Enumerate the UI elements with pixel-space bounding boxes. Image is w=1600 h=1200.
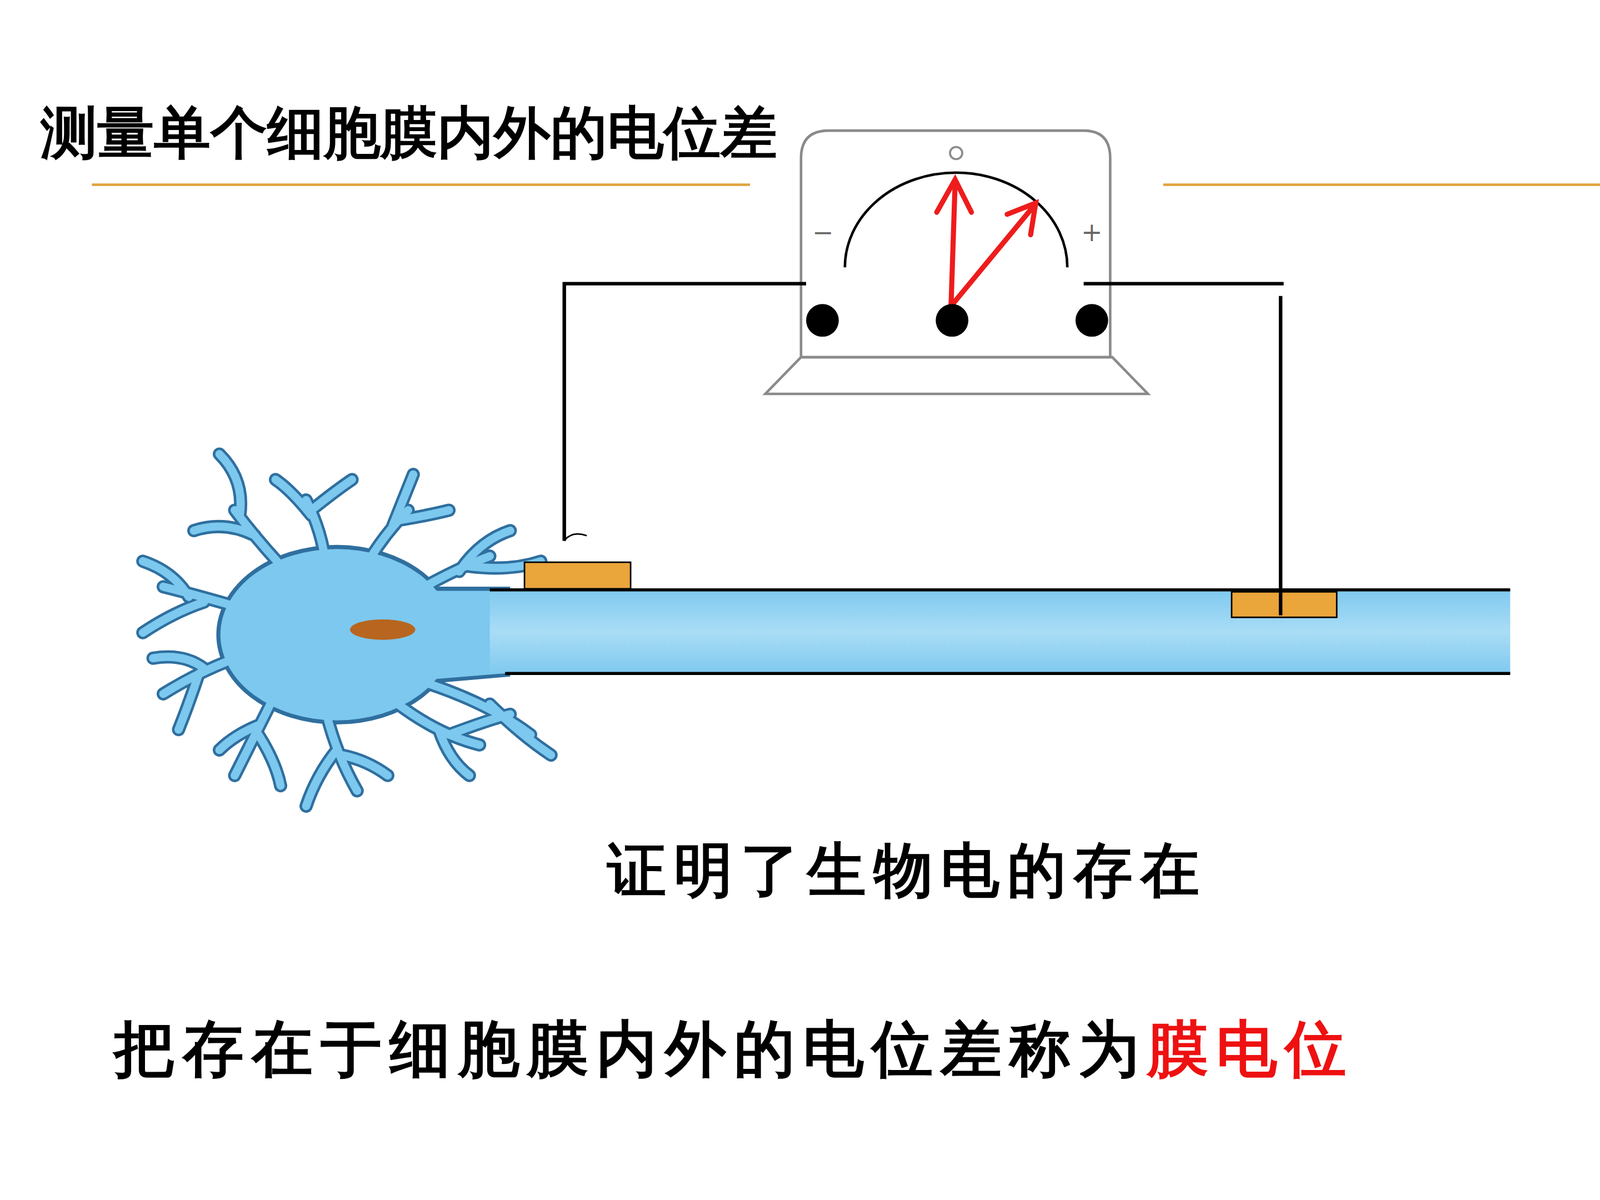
meter-terminal [1075,303,1109,337]
slide-title: 测量单个细胞膜内外的电位差 [40,100,781,165]
title-rule [1163,183,1600,187]
meter-terminal [935,303,969,337]
electrode [1231,591,1337,618]
wire [564,533,587,541]
meter-plus-sign: + [1081,217,1103,248]
meter-minus-sign: − [812,217,834,248]
wire [1278,296,1283,613]
title-rule [91,183,750,187]
meter-base [765,357,1149,394]
meter-needle [936,179,1036,307]
meter-terminal [806,303,839,337]
meter-housing [801,130,1111,358]
wire [1278,590,1283,616]
conclusion-text: 证明了生物电的存在 [607,836,1208,904]
wire [1083,281,1284,285]
definition-text: 把存在于细胞膜内外的电位差称为 [113,1013,1148,1085]
term-highlight: 膜电位 [1147,1013,1354,1085]
meter-zero-knob [950,146,963,159]
wire [564,283,807,542]
neuron [142,453,1510,807]
electrode [524,562,631,589]
